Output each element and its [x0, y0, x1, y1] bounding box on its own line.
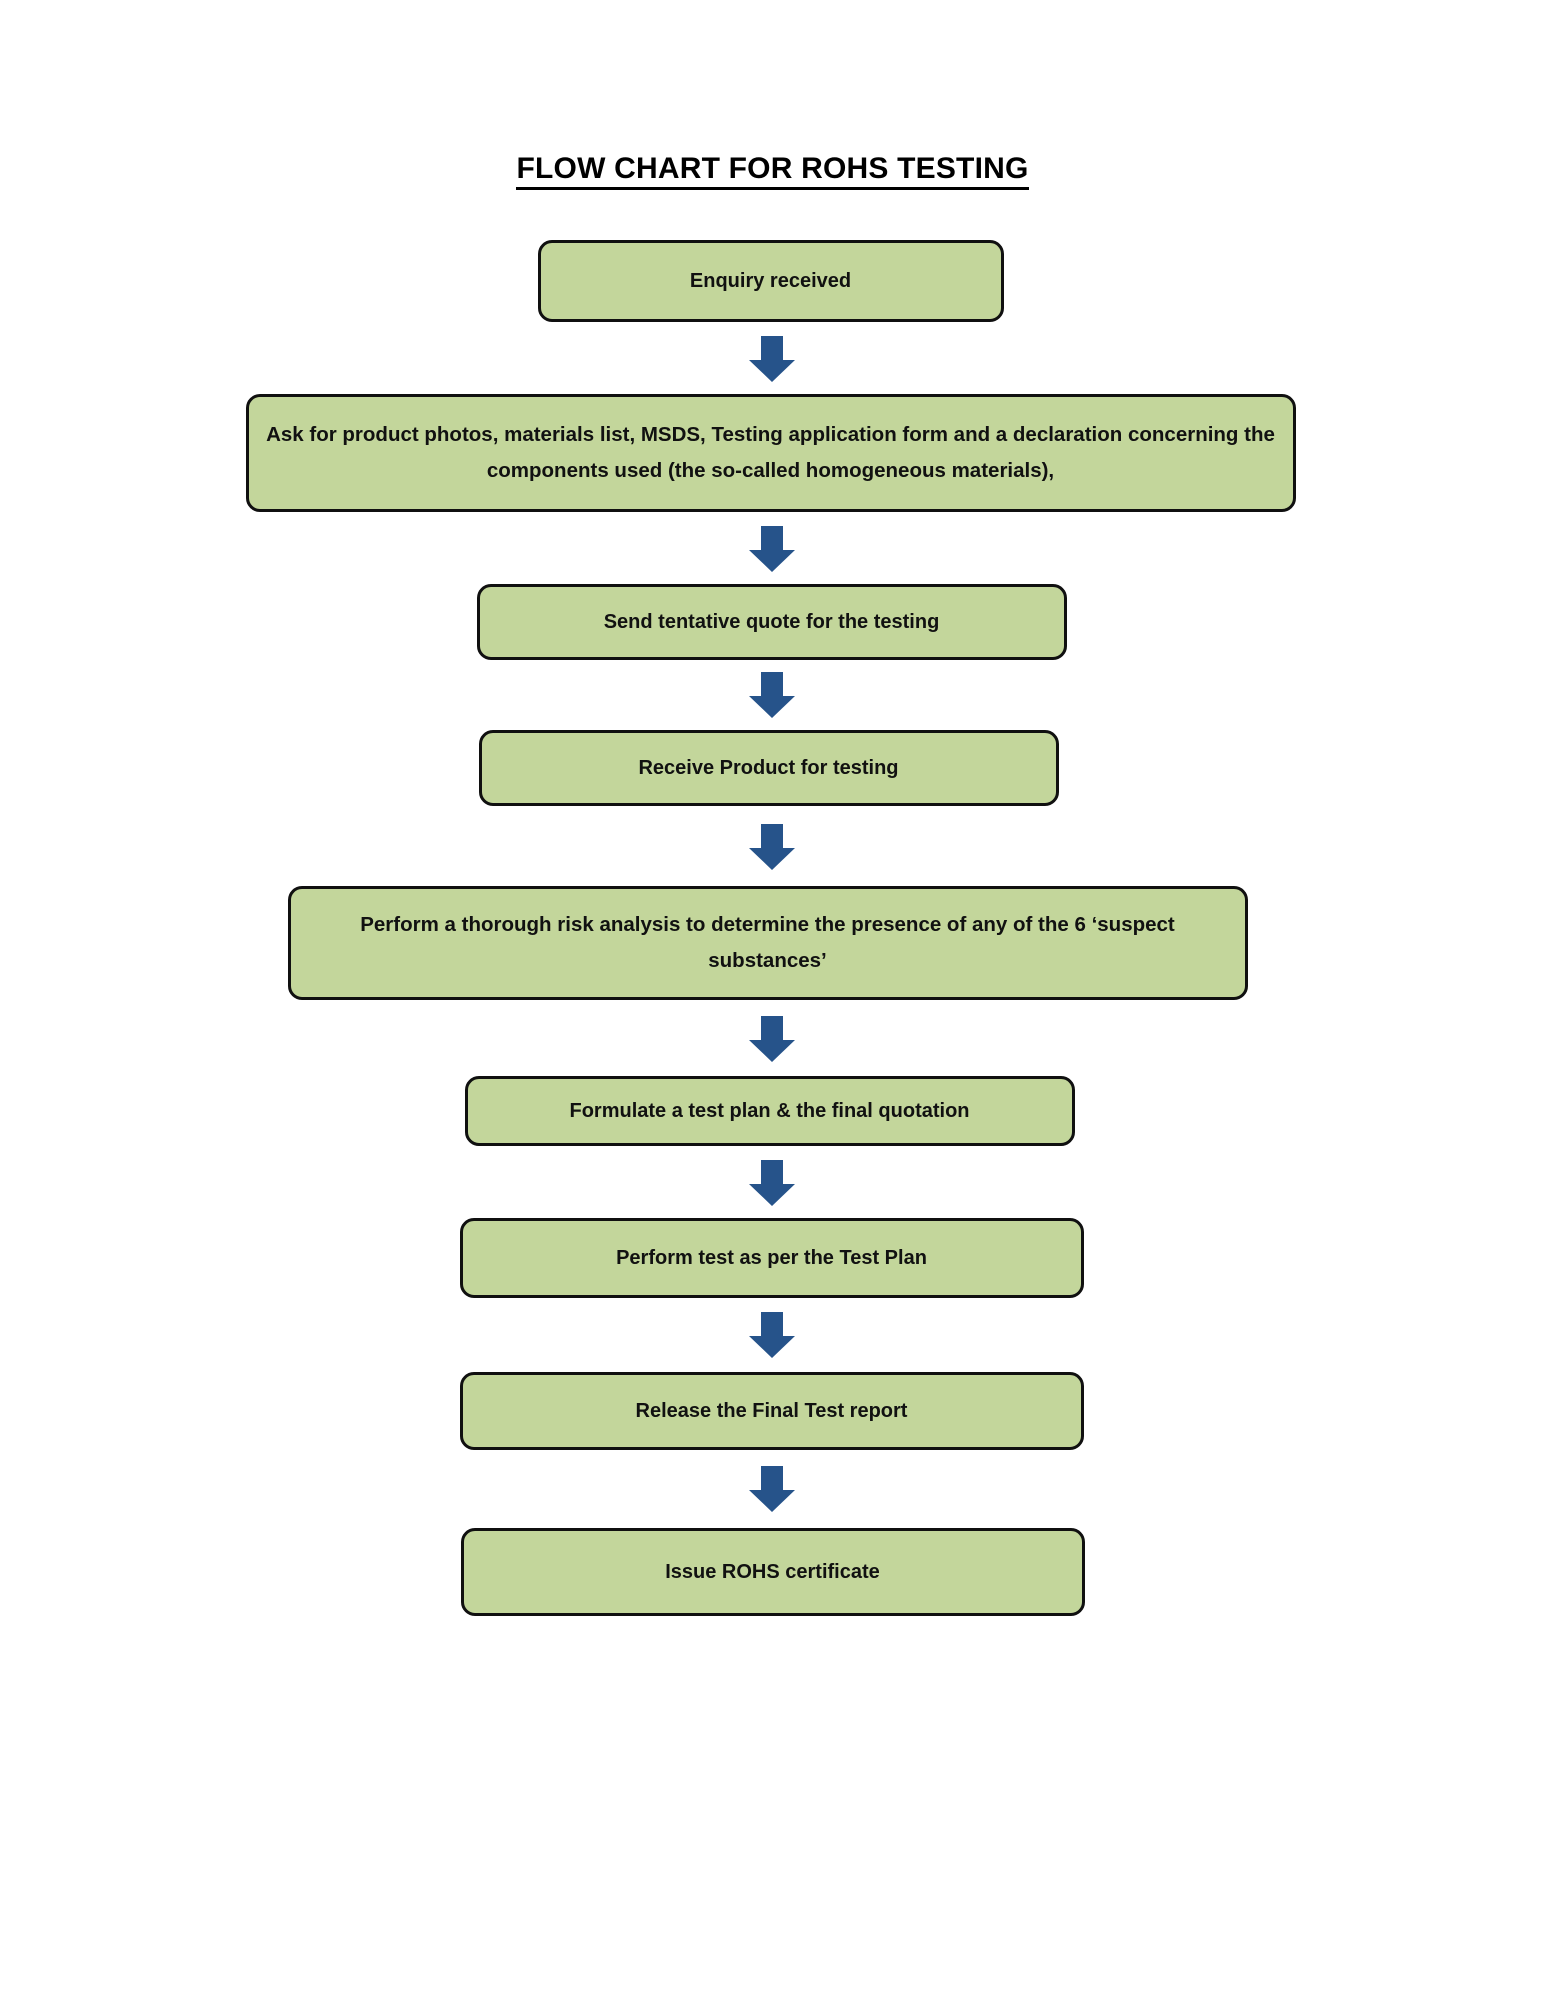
down-block-arrow-icon — [748, 672, 795, 718]
flow-node-enquiry-received[interactable]: Enquiry received — [537, 240, 1004, 322]
flowchart-node-row: Formulate a test plan & the final quotat… — [0, 1076, 1545, 1146]
flowchart-node-row: Enquiry received — [0, 240, 1545, 322]
flow-connector-5 — [0, 1000, 1545, 1076]
flow-connector-6 — [0, 1146, 1545, 1218]
flow-node-label: Send tentative quote for the testing — [603, 610, 940, 633]
flow-node-perform-test[interactable]: Perform test as per the Test Plan — [459, 1218, 1084, 1298]
flow-connector-3 — [0, 660, 1545, 730]
flow-node-label: Release the Final Test report — [635, 1399, 908, 1422]
flow-node-receive-product[interactable]: Receive Product for testing — [478, 730, 1059, 806]
flow-connector-1 — [0, 322, 1545, 394]
flow-node-label: Perform a thorough risk analysis to dete… — [360, 913, 1175, 972]
flowchart-node-row: Receive Product for testing — [0, 730, 1545, 806]
page-title: FLOW CHART FOR ROHS TESTING — [516, 152, 1029, 190]
flow-node-label: Formulate a test plan & the final quotat… — [569, 1099, 970, 1122]
down-block-arrow-icon — [748, 336, 795, 382]
flow-node-release-test-report[interactable]: Release the Final Test report — [459, 1372, 1084, 1450]
flow-node-issue-rohs-certificate[interactable]: Issue ROHS certificate — [460, 1528, 1085, 1616]
flow-connector-8 — [0, 1450, 1545, 1528]
flowchart-node-row: Issue ROHS certificate — [0, 1528, 1545, 1616]
flowchart-node-row: Ask for product photos, materials list, … — [0, 394, 1545, 512]
flow-node-ask-for-documents[interactable]: Ask for product photos, materials list, … — [245, 394, 1296, 512]
flowchart-node-row: Perform a thorough risk analysis to dete… — [0, 886, 1545, 1000]
flowchart-node-row: Perform test as per the Test Plan — [0, 1218, 1545, 1298]
down-block-arrow-icon — [748, 1016, 795, 1062]
down-block-arrow-icon — [748, 1312, 795, 1358]
flow-node-send-tentative-quote[interactable]: Send tentative quote for the testing — [476, 584, 1067, 660]
down-block-arrow-icon — [748, 1160, 795, 1206]
flow-node-label: Perform test as per the Test Plan — [616, 1246, 927, 1269]
flowchart-node-row: Send tentative quote for the testing — [0, 584, 1545, 660]
flow-node-formulate-test-plan[interactable]: Formulate a test plan & the final quotat… — [464, 1076, 1075, 1146]
flow-connector-4 — [0, 806, 1545, 886]
flow-node-risk-analysis[interactable]: Perform a thorough risk analysis to dete… — [287, 886, 1248, 1000]
down-block-arrow-icon — [748, 526, 795, 572]
flow-node-label: Enquiry received — [689, 269, 852, 292]
flow-connector-2 — [0, 512, 1545, 584]
flowchart-body: Enquiry received Ask for product photos,… — [0, 240, 1545, 1616]
page-title-container: FLOW CHART FOR ROHS TESTING — [0, 152, 1545, 190]
down-block-arrow-icon — [748, 1466, 795, 1512]
flowchart-node-row: Release the Final Test report — [0, 1372, 1545, 1450]
flow-node-label: Ask for product photos, materials list, … — [266, 423, 1275, 482]
flow-node-label: Receive Product for testing — [638, 756, 899, 779]
flow-connector-7 — [0, 1298, 1545, 1372]
down-block-arrow-icon — [748, 824, 795, 870]
flow-node-label: Issue ROHS certificate — [665, 1560, 880, 1583]
